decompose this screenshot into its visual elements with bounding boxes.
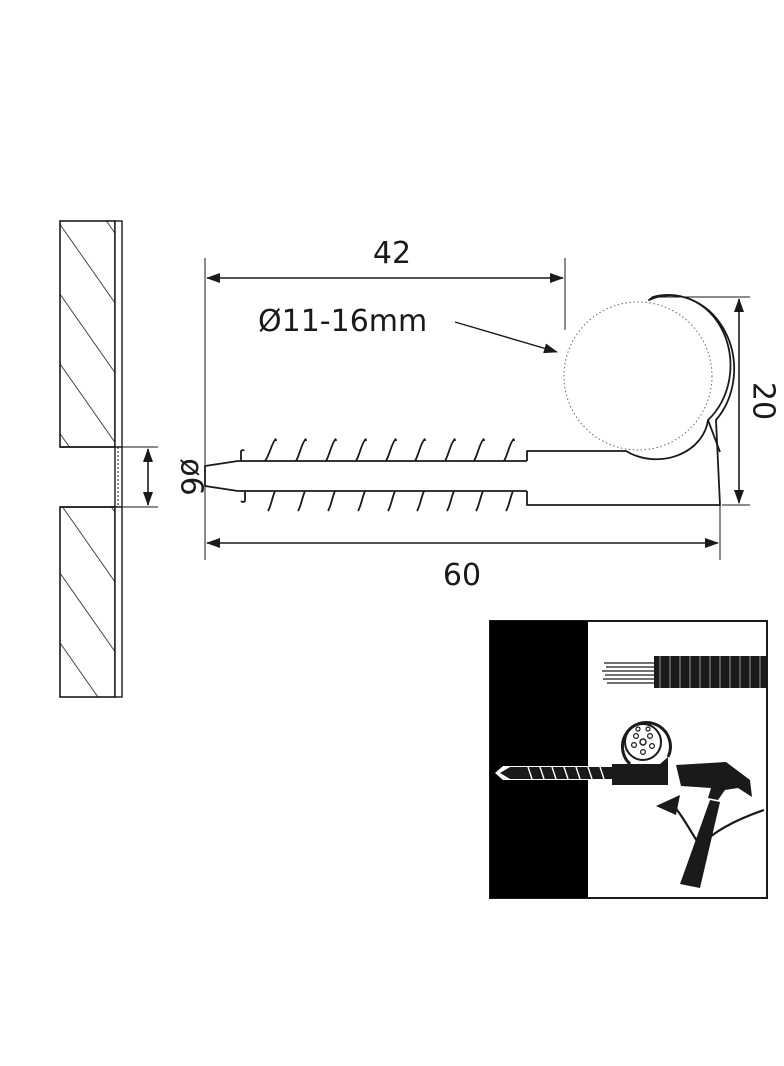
cable-diameter-label: Ø11-16mm <box>258 304 427 339</box>
inset-anchor-fins <box>527 766 605 780</box>
anchor-collar <box>526 294 736 506</box>
cable-cross-section-icon <box>620 721 672 766</box>
anchor-clip-strap <box>707 419 721 453</box>
dimension-42-label: 42 <box>373 236 411 271</box>
wall-upper-hatched <box>59 220 116 448</box>
dimensions <box>204 258 750 560</box>
inset-anchor-body <box>500 757 668 785</box>
inset-wall <box>490 621 588 898</box>
dimension-20-label: 20 <box>746 382 781 420</box>
curved-arrow-icon <box>656 795 765 848</box>
cable-outline-circle <box>563 301 713 451</box>
anchor-tip <box>204 460 239 492</box>
installation-inset <box>489 620 768 899</box>
cable-bundle-icon <box>602 656 767 688</box>
anchor-fins <box>240 438 515 512</box>
cable-diameter-leader <box>454 321 558 354</box>
wall-lower-hatched <box>59 506 116 698</box>
anchor-clip <box>204 294 736 512</box>
wall-section: ø6 <box>59 220 209 698</box>
hole-diameter-label: ø6 <box>174 458 209 495</box>
dimension-60-label: 60 <box>443 558 481 593</box>
